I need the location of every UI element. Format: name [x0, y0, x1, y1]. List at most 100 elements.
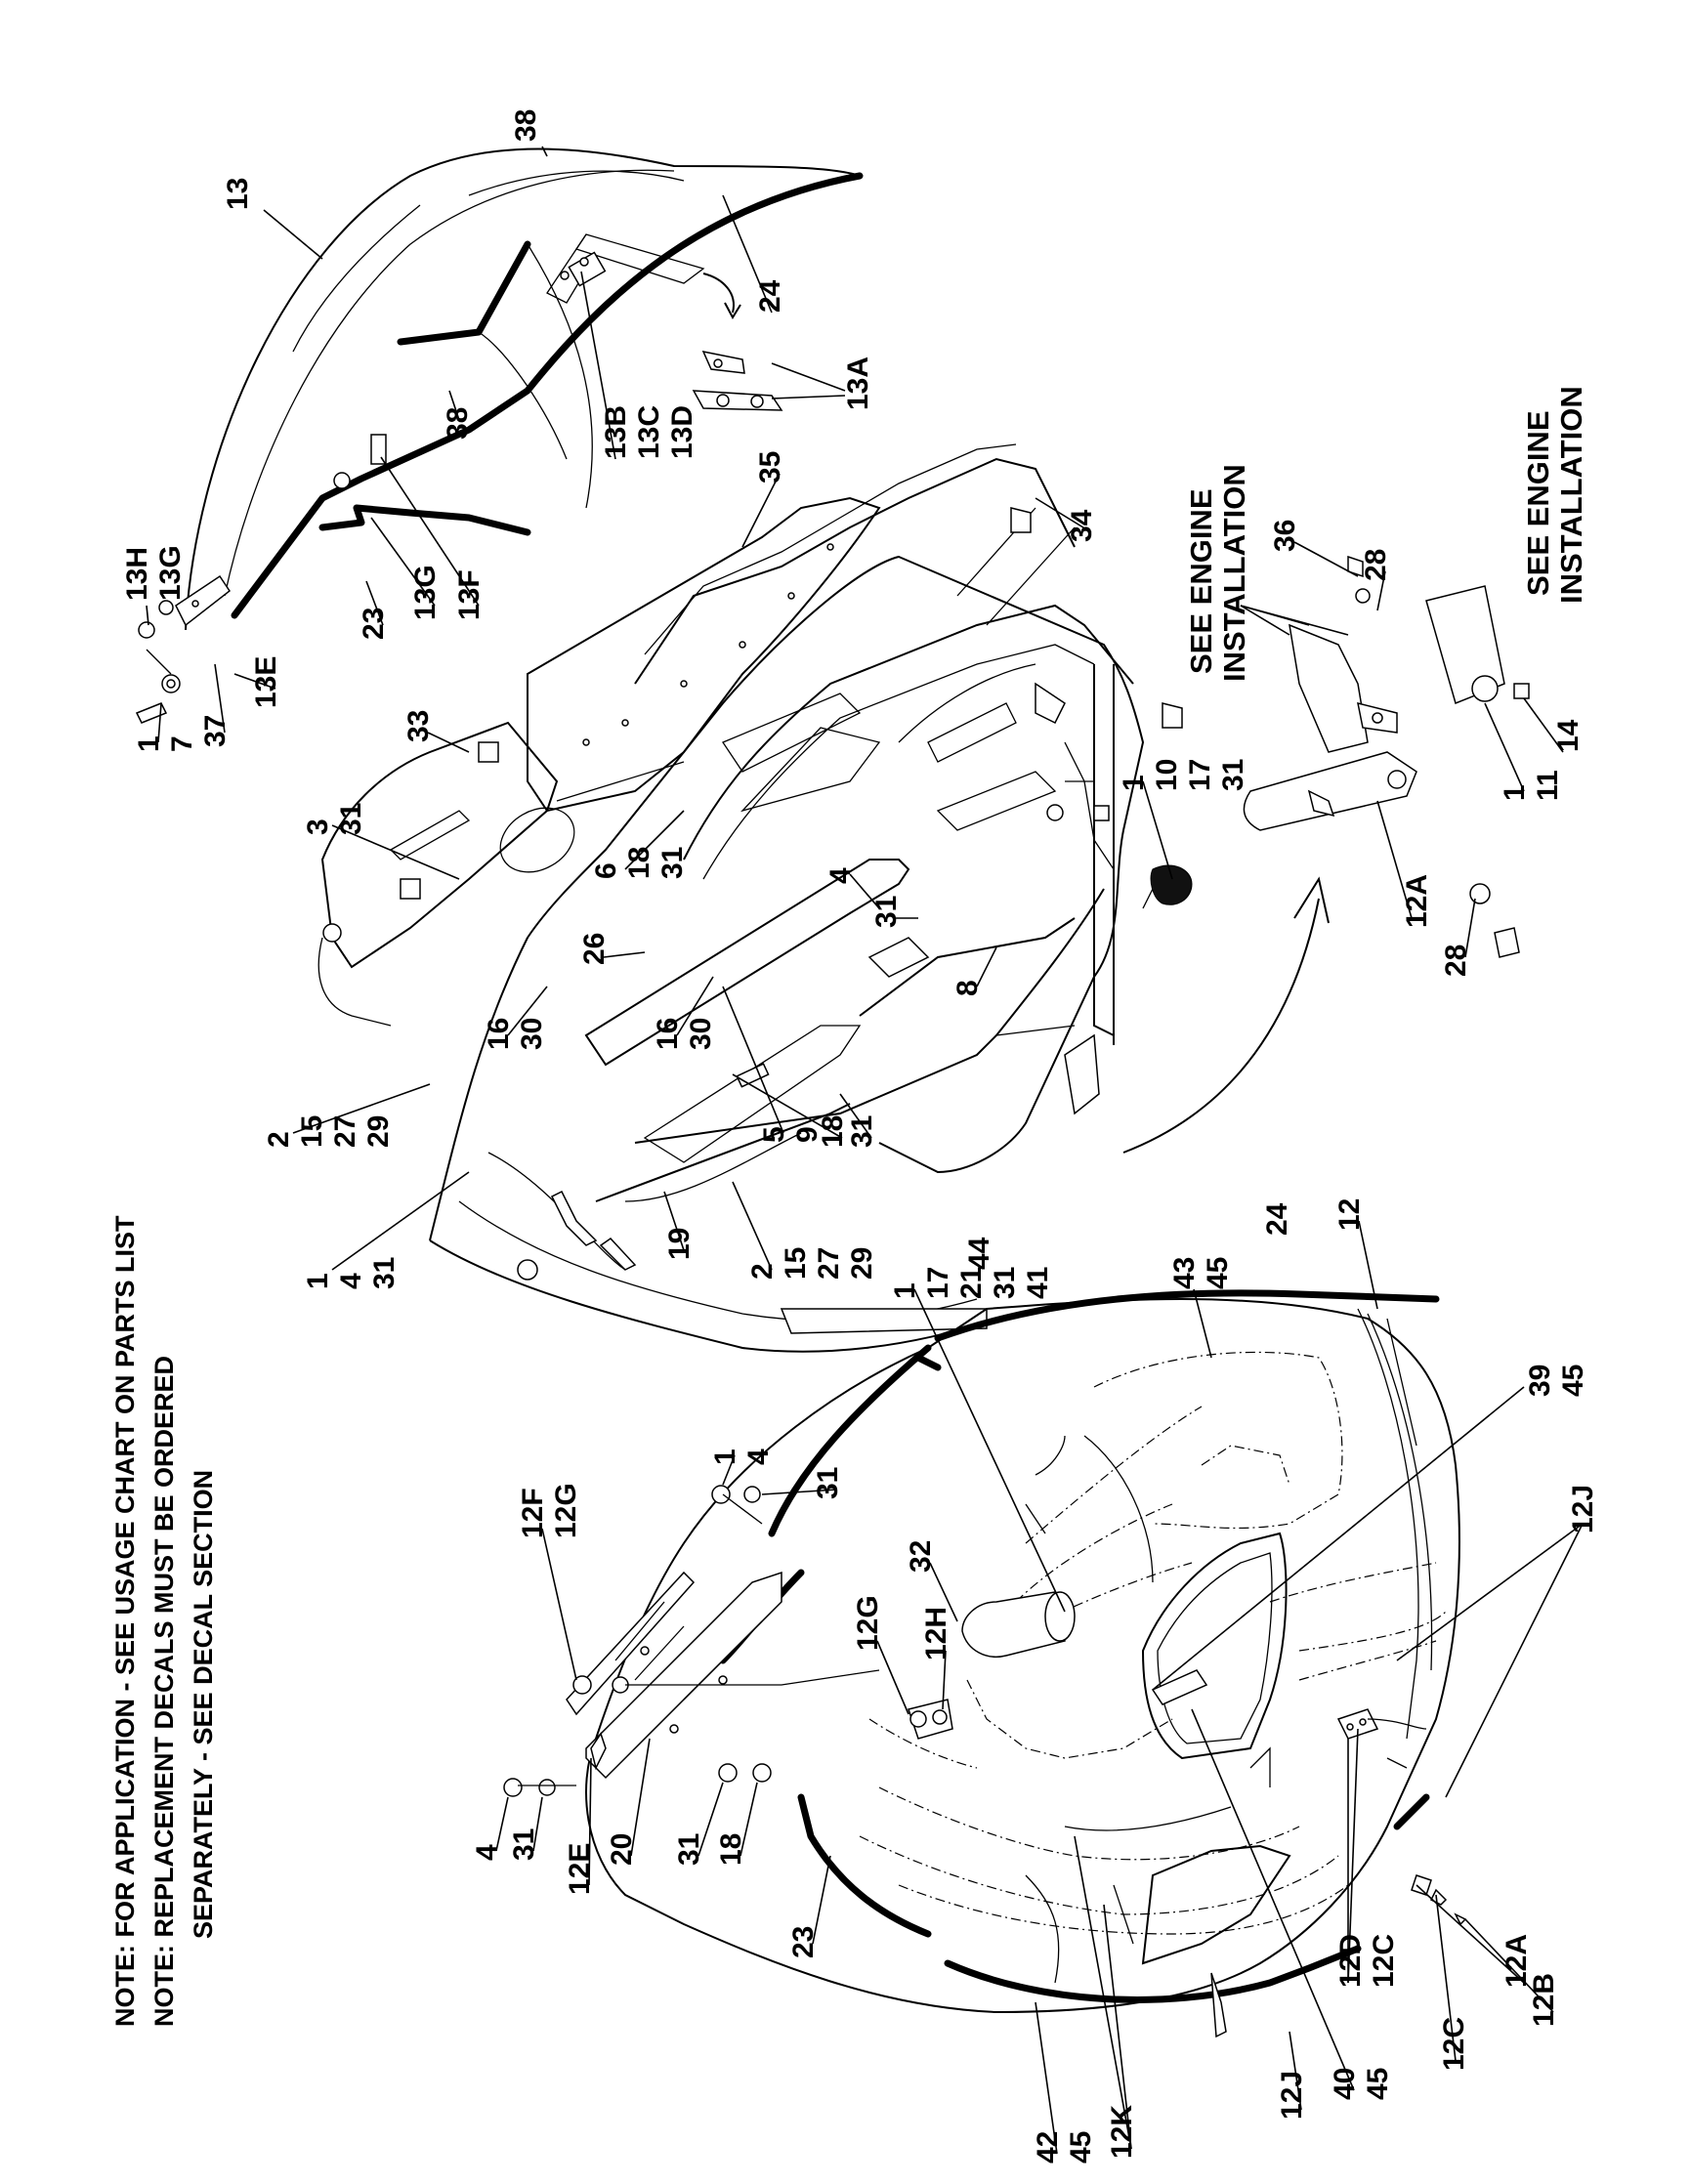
- callout-label: 12F12G: [517, 1483, 582, 1538]
- callout-label: 37: [199, 715, 232, 747]
- callout-label: 12A: [1401, 874, 1433, 928]
- callout-label: 34: [1066, 509, 1098, 542]
- callout-line: 34: [1066, 509, 1098, 542]
- notes-block: NOTE: FOR APPLICATION - SEE USAGE CHART …: [110, 1215, 218, 2027]
- callout-label: 12E: [564, 1843, 596, 1895]
- callout-line: 12: [1333, 1198, 1366, 1231]
- callout-line: 27: [813, 1247, 845, 1280]
- leader-line: [1191, 1708, 1355, 2091]
- leader-line: [507, 986, 548, 1036]
- leader-line: [942, 1650, 947, 1710]
- assembly-arrow: [1122, 898, 1320, 1154]
- callout-label: 33: [402, 710, 435, 742]
- callout-label: 4345: [1168, 1257, 1234, 1289]
- leader-line: [331, 1171, 470, 1271]
- callout-line: 4: [742, 1449, 775, 1465]
- callout-line: 12J: [1276, 2071, 1308, 2120]
- leader-line: [214, 663, 226, 734]
- callout-line: 12G: [550, 1483, 582, 1538]
- callout-line: 12G: [852, 1595, 884, 1651]
- callout-label: 44: [963, 1237, 995, 1270]
- callout-line: 30: [685, 1018, 717, 1050]
- leader-line: [603, 951, 646, 958]
- callout-line: 45: [1065, 2131, 1097, 2163]
- right-bracket-assembly: [1243, 555, 1530, 958]
- callout-label: 3945: [1524, 1365, 1589, 1397]
- callout-label: 12K: [1106, 2105, 1138, 2159]
- left-bracket-assembly: [503, 1485, 880, 1797]
- callout-line: 9: [791, 1126, 824, 1143]
- leader-line: [427, 732, 470, 753]
- callout-line: 31: [656, 847, 689, 879]
- callout-line: 13: [222, 178, 254, 210]
- leader-line: [532, 1796, 543, 1852]
- callout-label: 1431: [302, 1257, 401, 1289]
- callout-line: 18: [817, 1115, 849, 1148]
- callout-label: 13B13C13D: [600, 405, 698, 459]
- callout-label: 19: [663, 1228, 696, 1260]
- leader-line: [732, 1073, 843, 1139]
- leader-line: [722, 986, 784, 1134]
- callout-line: 19: [663, 1228, 696, 1260]
- callout-label: 13H13G: [121, 545, 187, 601]
- reference-line: SEE ENGINE: [1521, 411, 1555, 597]
- callout-line: 1: [302, 1273, 334, 1289]
- callout-label: 31: [812, 1467, 844, 1499]
- callout-line: 31: [846, 1115, 878, 1148]
- callout-label: 38: [510, 109, 542, 142]
- callout-line: 35: [754, 451, 786, 483]
- callout-line: 11: [1532, 770, 1564, 801]
- leader-line: [1103, 1904, 1132, 2150]
- callout-line: 12D: [1334, 1934, 1367, 1988]
- leader-line: [1358, 1220, 1378, 1310]
- leader-line: [1376, 570, 1386, 611]
- callout-label: 1630: [483, 1018, 548, 1050]
- callout-line: 39: [1524, 1365, 1556, 1397]
- callout-line: 17: [1184, 759, 1216, 791]
- callout-label: 13: [222, 178, 254, 210]
- leader-line: [331, 824, 460, 880]
- callout-line: 6: [590, 862, 622, 879]
- reference-line: INSTALLATION: [1554, 386, 1588, 604]
- callout-line: 31: [989, 1267, 1021, 1299]
- leader-line: [1152, 1386, 1525, 1691]
- callout-label: 13A: [842, 357, 874, 410]
- callout-label: 31: [508, 1828, 540, 1861]
- leader-line: [448, 390, 460, 421]
- leader-line: [1142, 780, 1173, 880]
- see-engine-installation-label: SEE ENGINEINSTALLATION: [1521, 386, 1588, 604]
- leader-line: [876, 1640, 909, 1715]
- callout-label: 8: [951, 980, 984, 996]
- callout-line: 1: [1499, 784, 1531, 801]
- callout-label: 2152729: [263, 1115, 395, 1148]
- hood-top-piece: [135, 147, 864, 724]
- callout-label: 117213141: [889, 1267, 1054, 1299]
- callout-label: 12B: [1528, 1973, 1560, 2027]
- callout-line: 27: [329, 1115, 361, 1148]
- leader-line: [588, 1757, 592, 1886]
- callout-line: 4: [471, 1844, 503, 1861]
- callout-label: 17: [133, 735, 198, 752]
- leader-line: [1240, 605, 1290, 636]
- leader-line: [676, 976, 714, 1036]
- see-engine-installation-label: SEE ENGINEINSTALLATION: [1184, 464, 1251, 682]
- callout-line: 15: [780, 1247, 812, 1280]
- callout-line: 12C: [1368, 1934, 1400, 1988]
- leader-line: [839, 1093, 872, 1139]
- callout-line: 2: [746, 1263, 779, 1280]
- leader-line: [722, 194, 773, 314]
- callout-line: 45: [1202, 1257, 1234, 1289]
- leader-line: [741, 473, 781, 548]
- callout-line: 38: [442, 407, 474, 440]
- leader-line: [1376, 800, 1413, 919]
- leader-line: [1193, 1288, 1212, 1359]
- callout-line: 12E: [564, 1843, 596, 1895]
- callout-line: 12B: [1528, 1973, 1560, 2027]
- callout-line: 7: [166, 735, 198, 752]
- callout-label: 331: [302, 803, 367, 835]
- leader-line: [1035, 2001, 1058, 2155]
- leader-line: [624, 810, 685, 870]
- callout-line: 24: [1261, 1202, 1293, 1236]
- leader-line: [1074, 1835, 1132, 2150]
